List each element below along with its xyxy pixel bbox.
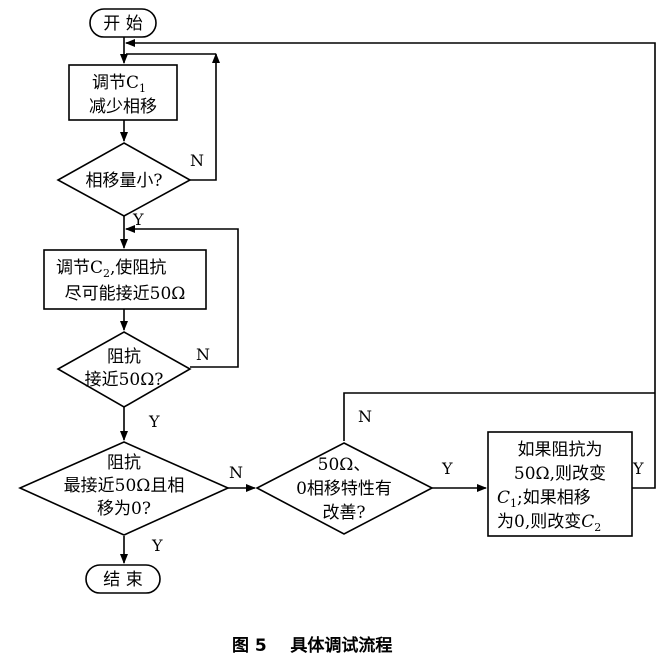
label-improved-yes: Y (441, 459, 453, 478)
label-change-yes: Y (632, 459, 644, 478)
change-line4: 为0,则改变C2 (497, 512, 601, 534)
improved-line1: 50Ω、 (318, 455, 371, 475)
improved-check-diamond: 50Ω、 0相移特性有 改善? (255, 442, 434, 535)
start-node: 开 始 (89, 8, 157, 38)
change-line3: C1;如果相移 (497, 488, 591, 510)
closest-check-line1: 阻抗 (107, 453, 141, 473)
phase-check-label: 相移量小? (85, 171, 162, 191)
label-closest-yes: Y (151, 536, 163, 555)
adjust-c2-line1: 调节C2,使阻抗 (56, 257, 166, 280)
label-phase-no: N (190, 151, 204, 170)
adjust-c1-box: 调节C1 减少相移 (68, 64, 178, 121)
start-label: 开 始 (103, 14, 142, 34)
closest-check-diamond: 阻抗 最接近50Ω且相 移为0? (18, 441, 230, 536)
change-capacitor-box: 如果阻抗为 50Ω,则改变 C1;如果相移 为0,则改变C2 (487, 431, 633, 537)
connectors (120, 37, 656, 564)
edge-phase-check-no (190, 53, 220, 181)
edge-improved-no (343, 392, 655, 441)
label-near-yes: Y (148, 412, 160, 431)
label-phase-yes: Y (132, 210, 144, 229)
adjust-c2-box: 调节C2,使阻抗 尽可能接近50Ω (43, 249, 207, 310)
improved-line2: 0相移特性有 (296, 479, 392, 499)
edge-labels: N Y N Y N Y Y N Y (132, 151, 644, 555)
phase-check-diamond: 相移量小? (56, 142, 192, 217)
near-check-line2: 接近50Ω? (85, 370, 164, 390)
label-improved-no: N (358, 407, 372, 426)
near-check-diamond: 阻抗 接近50Ω? (56, 331, 192, 408)
closest-check-line2: 最接近50Ω且相 (64, 476, 185, 496)
change-line2: 50Ω,则改变 (514, 464, 606, 484)
edge-near-check-no (125, 225, 239, 368)
closest-check-line3: 移为0? (97, 499, 151, 519)
end-node: 结 束 (85, 564, 161, 594)
adjust-c1-line2: 减少相移 (89, 97, 157, 117)
adjust-c1-line1: 调节C1 (92, 73, 146, 95)
end-label: 结 束 (103, 570, 142, 590)
figure-caption: 图 5 具体调试流程 (232, 635, 392, 656)
near-check-line1: 阻抗 (107, 347, 141, 367)
improved-line3: 改善? (322, 503, 365, 523)
adjust-c2-line2: 尽可能接近50Ω (65, 284, 186, 304)
label-closest-no: N (229, 463, 243, 482)
label-near-no: N (196, 345, 210, 364)
change-line1: 如果阻抗为 (518, 440, 603, 460)
edge-change-feedback (125, 39, 656, 489)
